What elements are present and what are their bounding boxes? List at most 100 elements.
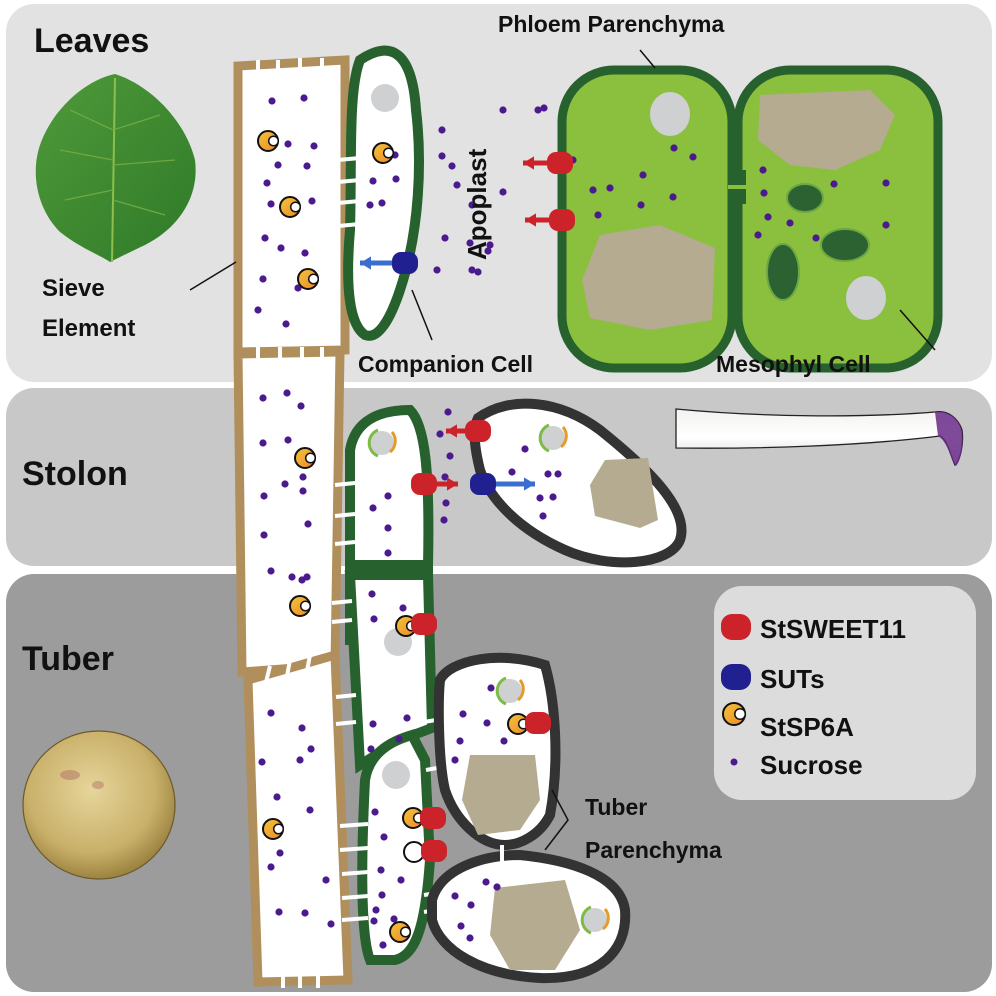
sucrose-dot (268, 97, 276, 105)
arrowhead-icon (524, 477, 535, 491)
arrowhead-icon (523, 156, 534, 170)
sucrose-dot (277, 244, 285, 252)
sucrose-dot (392, 175, 400, 183)
sucrose-dot-icon (730, 758, 738, 766)
arrowhead-icon (360, 256, 371, 270)
sucrose-dot (456, 737, 464, 745)
sucrose-dot (689, 153, 697, 161)
sucrose-dot (263, 179, 271, 187)
sucrose-dot (298, 576, 306, 584)
sucrose-dot (486, 241, 494, 249)
legend-label-sweet11: StSWEET11 (760, 614, 906, 644)
companion-cell-label: Companion Cell (358, 351, 533, 377)
sucrose-dot (499, 188, 507, 196)
sucrose-dot (397, 876, 405, 884)
nucleus-rings (370, 426, 607, 932)
sucrose-dot (589, 186, 597, 194)
sucrose-dot (606, 184, 614, 192)
sucrose-dot (300, 94, 308, 102)
stsp6a-protein (279, 196, 302, 218)
phloem-parenchyma-label: Phloem Parenchyma (498, 11, 724, 37)
stsp6a-protein (294, 447, 317, 469)
sucrose-dot (499, 106, 507, 114)
sucrose-dot (390, 915, 398, 923)
sucrose-dot (451, 756, 459, 764)
sucrose-dot (436, 430, 444, 438)
sucrose-dot (267, 863, 275, 871)
sucrose-dot (310, 142, 318, 150)
sweet11-transporter (549, 209, 575, 231)
sucrose-dot (254, 306, 262, 314)
sucrose-dot (540, 104, 548, 112)
sut-transporter (470, 473, 496, 495)
tuber-parenchyma-label-line2: Parenchyma (585, 837, 722, 863)
sucrose-dot (384, 549, 392, 557)
sucrose-dot (297, 402, 305, 410)
sucrose-dot (438, 152, 446, 160)
sucrose-dot (459, 710, 467, 718)
sucrose-dot (669, 193, 677, 201)
sucrose-dot (308, 197, 316, 205)
sucrose-dot (274, 161, 282, 169)
sut-transporter (392, 252, 418, 274)
sucrose-dot (544, 470, 552, 478)
sucrose-dot (371, 808, 379, 816)
sucrose-dot (760, 189, 768, 197)
sucrose-dot (521, 445, 529, 453)
sucrose-dot (260, 531, 268, 539)
sucrose-dot (299, 473, 307, 481)
sucrose-dot (549, 493, 557, 501)
phloem-parenchyma-cell (557, 65, 737, 373)
sucrose-dot (267, 709, 275, 717)
mesophyll-cell (733, 65, 943, 373)
sucrose-dot (441, 473, 449, 481)
sucrose-dot (468, 201, 476, 209)
sucrose-dot (379, 941, 387, 949)
sucrose-dot (366, 201, 374, 209)
sucrose-dot (288, 573, 296, 581)
sucrose-dot (508, 468, 516, 476)
sucrose-dot (369, 720, 377, 728)
sucrose-dot (500, 737, 508, 745)
sucrose-dot (594, 211, 602, 219)
leader-lines (189, 49, 936, 851)
sieve-element-label-line2: Element (42, 315, 135, 342)
sucrose-dot (380, 833, 388, 841)
tuber-parenchyma-cell-lower (427, 845, 631, 984)
sucrose-dot (306, 806, 314, 814)
stsp6a-protein (289, 595, 312, 617)
sweet11-transporter-icon (721, 614, 751, 640)
sucrose-dot (395, 735, 403, 743)
sucrose-dot (284, 140, 292, 148)
sucrose-dot (384, 524, 392, 532)
sucrose-dot (384, 492, 392, 500)
sucrose-dot (298, 724, 306, 732)
sucrose-dot (303, 162, 311, 170)
apoplast-label: Apoplast (462, 148, 492, 260)
sweet11-transporter (420, 807, 446, 829)
tuber-label: Tuber (22, 640, 114, 678)
sucrose-dot (466, 934, 474, 942)
sweet11-transporter (465, 420, 491, 442)
stolon-parenchyma-cell (469, 398, 687, 568)
leaf-photo (35, 74, 196, 263)
sucrose-dot (267, 200, 275, 208)
arrowhead-icon (447, 477, 458, 491)
sucrose-dot (438, 126, 446, 134)
sucrose-dot (483, 719, 491, 727)
sucrose-dot (370, 917, 378, 925)
sucrose-dot (378, 891, 386, 899)
plasmodesmata-leaves (337, 156, 361, 228)
sweet11-transporter (411, 613, 437, 635)
sucrose-dot (754, 231, 762, 239)
stsp6a-protein (372, 142, 395, 164)
stolon-photo (675, 408, 964, 467)
sucrose-dot (372, 906, 380, 914)
sucrose-dot (296, 756, 304, 764)
sucrose-dot (441, 234, 449, 242)
transporters (360, 152, 575, 863)
plasmodesma-mesophyll (728, 170, 746, 204)
legend-label-stsp6a: StSP6A (760, 712, 854, 742)
sut-transporter-icon (721, 664, 751, 690)
